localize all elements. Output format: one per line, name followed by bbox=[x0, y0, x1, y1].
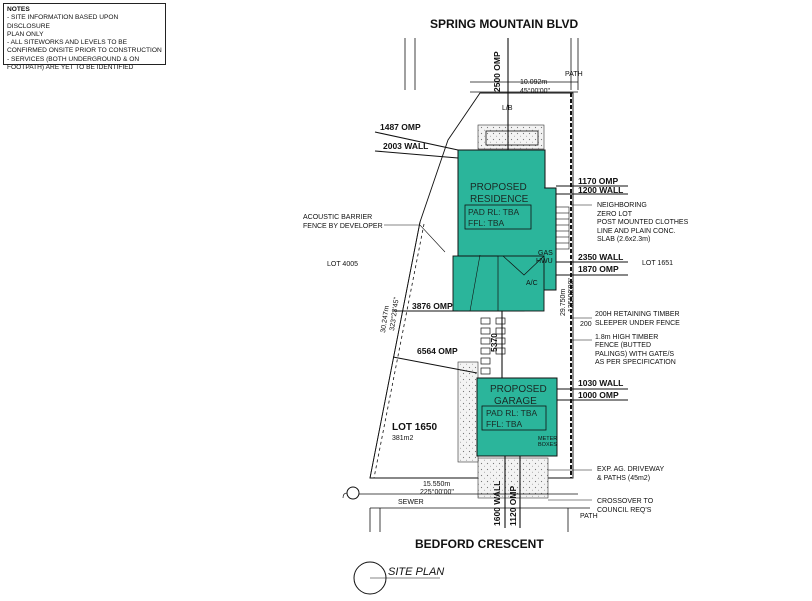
gas-label: GAS bbox=[538, 250, 553, 257]
bottom-bearing: 225°00'00" bbox=[420, 488, 454, 496]
acoustic-label-2: FENCE BY DEVELOPER bbox=[303, 223, 383, 230]
garage-pad: PAD RL: TBA bbox=[486, 408, 538, 418]
pavers bbox=[480, 317, 506, 375]
sewer-label: SEWER bbox=[398, 499, 424, 506]
dimension-lines bbox=[374, 38, 628, 528]
street-south-label: BEDFORD CRESCENT bbox=[415, 537, 544, 551]
notes-line: CONFIRMED ONSITE PRIOR TO CONSTRUCTION bbox=[7, 47, 162, 55]
right-bearing: 135°00'00" bbox=[567, 278, 575, 312]
neighbor-line: NEIGHBORING bbox=[597, 202, 647, 209]
garage-name-1: PROPOSED bbox=[490, 384, 547, 395]
retaining-line: 200H RETAINING TIMBER bbox=[595, 311, 680, 318]
lot-1650: LOT 1650 bbox=[392, 422, 437, 433]
left-length: 30.247m bbox=[380, 305, 391, 333]
meter-label: METER bbox=[538, 436, 557, 442]
omp-3876: 3876 OMP bbox=[412, 301, 453, 311]
left-bearing: 323°23'45" bbox=[388, 296, 401, 331]
omp-6564: 6564 OMP bbox=[417, 346, 458, 356]
lb-label: L/B bbox=[502, 105, 513, 112]
proposed-residence: PROPOSED RESIDENCE PAD RL: TBA FFL: TBA … bbox=[452, 149, 557, 312]
wall-2350: 2350 WALL bbox=[578, 252, 623, 262]
notes-heading: NOTES bbox=[7, 6, 30, 13]
omp-1487: 1487 OMP bbox=[380, 122, 421, 132]
lot-4005: LOT 4005 bbox=[327, 261, 358, 268]
residence-pad: PAD RL: TBA bbox=[468, 207, 520, 217]
garage-ffl: FFL: TBA bbox=[486, 419, 523, 429]
fence-line: PALINGS) WITH GATE/S bbox=[595, 351, 674, 358]
acoustic-fence bbox=[369, 221, 425, 479]
omp-1000: 1000 OMP bbox=[578, 390, 619, 400]
neighbor-line: LINE AND PLAIN CONC. bbox=[597, 228, 676, 235]
residence-garage-part bbox=[452, 255, 545, 312]
proposed-garage: PROPOSED GARAGE PAD RL: TBA FFL: TBA MET… bbox=[476, 377, 558, 457]
bottom-length: 15.550m bbox=[423, 481, 450, 488]
driveway-area bbox=[477, 457, 549, 499]
fence-line: AS PER SPECIFICATION bbox=[595, 359, 676, 366]
boxes-label: BOXES bbox=[538, 442, 557, 448]
notes-line: - SERVICES (BOTH UNDERGROUND & ON bbox=[7, 55, 140, 63]
side-steps bbox=[555, 206, 570, 250]
street-north-label: SPRING MOUNTAIN BLVD bbox=[430, 17, 579, 31]
leader-lines bbox=[384, 204, 592, 501]
fence-200: 200 bbox=[580, 321, 592, 328]
bottom-right-vertical: 1120 OMP bbox=[508, 486, 518, 526]
notes-line: PLAN ONLY bbox=[7, 30, 44, 38]
notes-box: NOTES - SITE INFORMATION BASED UPON DISC… bbox=[3, 3, 166, 71]
omp-1170: 1170 OMP bbox=[578, 176, 618, 186]
neighbor-line: SLAB (2.6x2.3m) bbox=[597, 236, 650, 243]
residence-name-2: RESIDENCE bbox=[470, 194, 529, 205]
driveway-line: EXP. AG. DRIVEWAY bbox=[597, 466, 665, 473]
top-bearing: 45°00'00" bbox=[520, 87, 550, 95]
residence-ffl: FFL: TBA bbox=[468, 218, 505, 228]
verge-lines bbox=[350, 493, 590, 532]
entry-box bbox=[485, 130, 539, 146]
notes-line: - SITE INFORMATION BASED UPON DISCLOSURE bbox=[7, 14, 119, 30]
sewer-manhole bbox=[346, 486, 360, 500]
retaining-line: SLEEPER UNDER FENCE bbox=[595, 320, 680, 327]
title-label: SITE PLAN bbox=[388, 566, 444, 578]
neighbor-line: ZERO LOT bbox=[597, 211, 633, 218]
omp-1870: 1870 OMP bbox=[578, 264, 619, 274]
path-label: PATH bbox=[565, 71, 583, 78]
fence-line: 1.8m HIGH TIMBER bbox=[595, 334, 658, 341]
acoustic-label-1: ACOUSTIC BARRIER bbox=[303, 214, 372, 221]
crossover-line: COUNCIL REQ'S bbox=[597, 507, 652, 514]
wall-2003: 2003 WALL bbox=[383, 141, 428, 151]
side-path-area bbox=[457, 361, 479, 463]
residence-name-1: PROPOSED bbox=[470, 182, 527, 193]
notes-line: FOOTPATH) ARE YET TO BE IDENTIFIED bbox=[7, 64, 134, 72]
hwu-label: HWU bbox=[536, 258, 553, 265]
driveway-line: & PATHS (45m2) bbox=[597, 475, 650, 482]
top-length: 10.092m bbox=[520, 79, 547, 86]
crossover-line: CROSSOVER TO bbox=[597, 498, 654, 505]
garage-name-2: GARAGE bbox=[494, 396, 537, 407]
top-footpath-lines bbox=[404, 38, 579, 93]
neighbor-line: POST MOUNTED CLOTHES bbox=[597, 219, 689, 226]
top-vertical-dim: 2500 OMP bbox=[492, 51, 502, 92]
path-label-bottom: PATH bbox=[580, 513, 598, 520]
garage-footprint bbox=[476, 377, 558, 457]
bottom-left-vertical: 1600 WALL bbox=[492, 481, 502, 526]
right-length: 29.750m bbox=[560, 289, 567, 316]
lot-area: 381m2 bbox=[392, 435, 414, 442]
wall-1030: 1030 WALL bbox=[578, 378, 623, 388]
lot-1651: LOT 1651 bbox=[642, 260, 673, 267]
notes-line: - ALL SITEWORKS AND LEVELS TO BE bbox=[7, 39, 128, 47]
wall-1200: 1200 WALL bbox=[578, 185, 623, 195]
fence-line: FENCE (BUTTED bbox=[595, 342, 651, 349]
mid-vertical-dim: 5370 bbox=[489, 333, 499, 352]
ac-label: A/C bbox=[526, 280, 538, 287]
